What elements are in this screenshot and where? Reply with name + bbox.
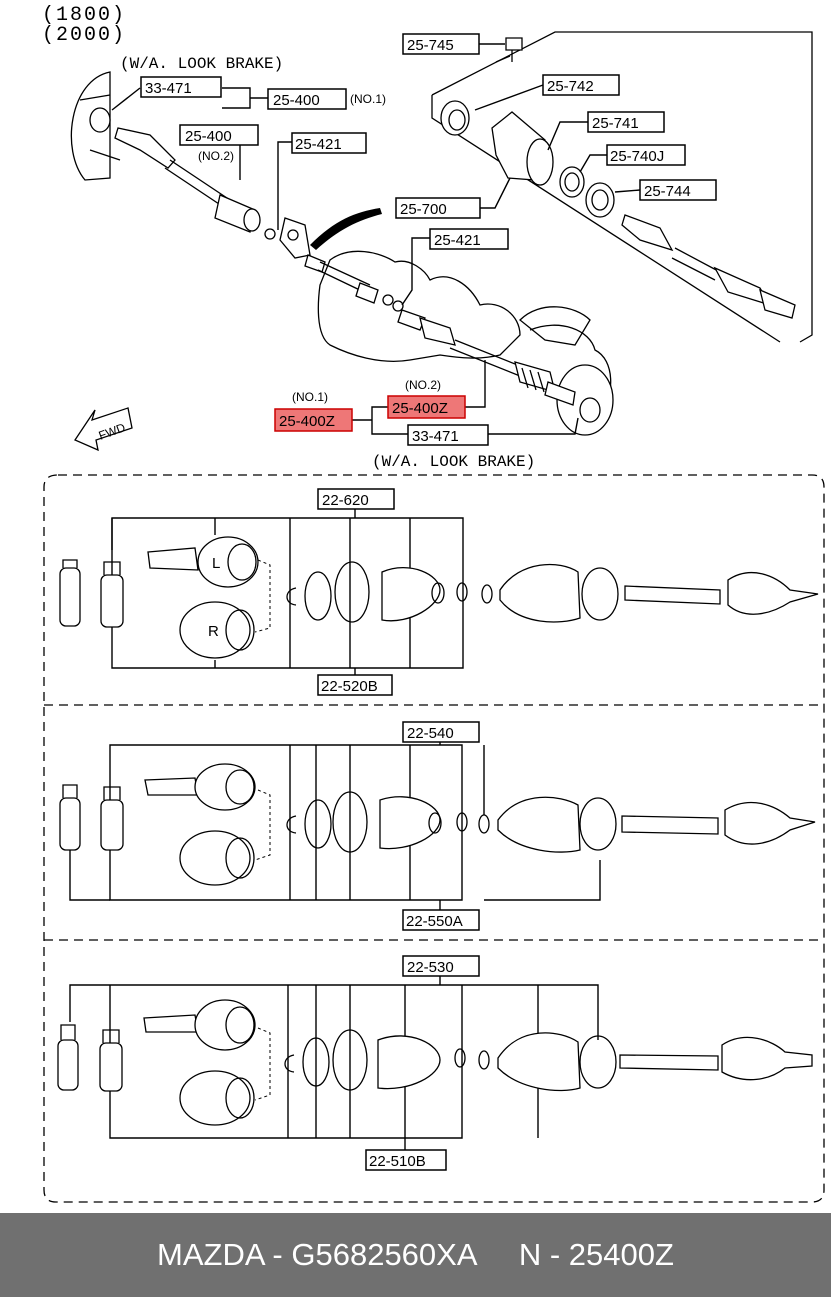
- header-line-1: (1800): [42, 4, 126, 27]
- exploded-views-frame: [43, 474, 825, 1203]
- callout-25-421-a: 25-421: [291, 132, 367, 154]
- svg-text:25-400Z: 25-400Z: [392, 400, 448, 417]
- mark-right-joint: R: [208, 623, 219, 640]
- callout-25-745: 25-745: [402, 33, 480, 55]
- svg-text:33-471: 33-471: [412, 428, 459, 445]
- footer-bar: MAZDA - G5682560XA N - 25400Z: [0, 1213, 831, 1297]
- callout-33-471-top: 33-471: [140, 76, 222, 98]
- callout-33-471-bottom: 33-471: [407, 424, 489, 446]
- right-hub: [529, 324, 614, 436]
- exploded-section-2: 22-540 22-550A: [59, 721, 816, 931]
- callout-25-700: 25-700: [395, 197, 481, 219]
- curved-arrow: [310, 208, 382, 250]
- svg-text:25-745: 25-745: [407, 37, 454, 54]
- svg-text:22-510B: 22-510B: [369, 1153, 426, 1170]
- callout-25-400Z-no2-highlighted[interactable]: 25-400Z: [387, 395, 466, 419]
- callout-22-520B: 22-520B: [317, 674, 393, 696]
- svg-text:22-540: 22-540: [407, 725, 454, 742]
- callout-25-741: 25-741: [587, 111, 665, 133]
- svg-text:22-620: 22-620: [322, 492, 369, 509]
- svg-text:22-520B: 22-520B: [321, 678, 378, 695]
- bearing-bracket: [279, 217, 326, 273]
- svg-text:25-400: 25-400: [185, 128, 232, 145]
- svg-text:25-421: 25-421: [434, 232, 481, 249]
- callout-25-740J: 25-740J: [606, 144, 686, 166]
- svg-text:25-744: 25-744: [644, 183, 691, 200]
- callout-25-400Z-no1-highlighted[interactable]: 25-400Z: [274, 408, 353, 432]
- callout-25-400-no1: 25-400 (NO.1): [267, 88, 386, 110]
- callout-22-510B: 22-510B: [365, 1149, 447, 1171]
- left-driveshaft: [114, 127, 276, 240]
- fwd-arrow-icon: FWD: [74, 407, 133, 452]
- svg-text:25-421: 25-421: [295, 136, 342, 153]
- callout-25-421-b: 25-421: [429, 228, 509, 250]
- callout-22-530: 22-530: [402, 955, 480, 977]
- label-no1-top: (NO.1): [350, 92, 386, 106]
- callout-22-620: 22-620: [317, 488, 395, 510]
- callout-22-550A: 22-550A: [402, 909, 480, 931]
- svg-text:25-742: 25-742: [547, 78, 594, 95]
- svg-text:22-530: 22-530: [407, 959, 454, 976]
- header-line-2: (2000): [42, 24, 126, 47]
- svg-text:25-741: 25-741: [592, 115, 639, 132]
- callout-25-742: 25-742: [542, 74, 620, 96]
- mark-left-joint: L: [212, 555, 220, 572]
- note-wa-look-brake-top: (W/A. LOOK BRAKE): [120, 55, 283, 73]
- parts-diagram: (1800) (2000) (W/A. LOOK BRAKE): [42, 4, 825, 1203]
- callout-22-540: 22-540: [402, 721, 480, 743]
- right-driveshaft: [317, 261, 556, 393]
- label-no1-bottom: (NO.1): [292, 390, 328, 404]
- note-wa-look-brake-bottom: (W/A. LOOK BRAKE): [372, 453, 535, 471]
- exploded-section-1: 22-620 22-520B L R: [59, 488, 819, 696]
- svg-text:25-740J: 25-740J: [610, 148, 664, 165]
- callout-25-744: 25-744: [639, 179, 717, 201]
- svg-text:25-700: 25-700: [400, 201, 447, 218]
- callout-25-400-no2: 25-400 (NO.2): [179, 124, 259, 163]
- label-no2-top: (NO.2): [198, 149, 234, 163]
- left-hub: [70, 71, 121, 181]
- svg-text:25-400Z: 25-400Z: [279, 413, 335, 430]
- footer-part-number: MAZDA - G5682560XA N - 25400Z: [157, 1237, 674, 1272]
- bearing-inset: [431, 31, 813, 343]
- svg-text:22-550A: 22-550A: [406, 913, 463, 930]
- svg-text:33-471: 33-471: [145, 80, 192, 97]
- label-no2-bottom: (NO.2): [405, 378, 441, 392]
- exploded-section-3: 22-530 22-510B: [57, 955, 813, 1171]
- svg-text:25-400: 25-400: [273, 92, 320, 109]
